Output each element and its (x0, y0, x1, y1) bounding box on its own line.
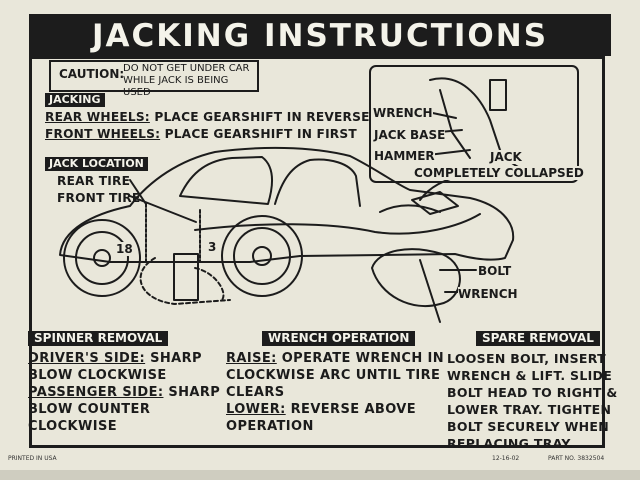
printed-in-usa: PRINTED IN USA (8, 455, 57, 462)
caution-line-2: WHILE JACK IS BEING USED (123, 75, 229, 98)
spare-line-4: LOWER TRAY. TIGHTEN (447, 402, 612, 417)
caution-box: CAUTION: DO NOT GET UNDER CAR WHILE JACK… (49, 60, 259, 98)
print-date: 12-16-02 (492, 455, 520, 462)
rear-wheels-instruction: REAR WHEELS: PLACE GEARSHIFT IN REVERSE (45, 110, 370, 124)
jacking-heading: JACKING (45, 93, 105, 107)
spare-line-6: REPLACING TRAY. (447, 436, 574, 451)
decal-title: JACKING INSTRUCTIONS (29, 14, 611, 56)
driver-side-line-2: BLOW CLOCKWISE (28, 368, 167, 383)
passenger-side-line-3: CLOCKWISE (28, 419, 118, 434)
wrench-operation-heading: WRENCH OPERATION (262, 331, 416, 346)
rear-number-label: 18 (116, 242, 133, 256)
spare-line-5: BOLT SECURELY WHEN (447, 419, 610, 434)
inset-wrench-label: WRENCH (373, 106, 433, 120)
spare-line-3: BOLT HEAD TO RIGHT & (447, 385, 618, 400)
front-wheels-instruction: FRONT WHEELS: PLACE GEARSHIFT IN FIRST (45, 127, 357, 141)
part-number: PART NO. 3832504 (548, 455, 605, 462)
rear-tire-label: REAR TIRE (57, 174, 131, 188)
inset-hammer-label: HAMMER (374, 149, 435, 163)
passenger-side-line-2: BLOW COUNTER (28, 402, 151, 417)
car-wrench-label: WRENCH (458, 287, 518, 301)
inset-collapsed-label: COMPLETELY COLLAPSED (414, 166, 584, 180)
lower-line-2: OPERATION (226, 419, 314, 434)
driver-side-line: DRIVER'S SIDE: SHARP (28, 351, 202, 366)
caution-line-1: DO NOT GET UNDER CAR (123, 63, 250, 74)
jack-location-heading: JACK LOCATION (45, 157, 148, 171)
raise-line-3: CLEARS (226, 385, 285, 400)
decal-border (29, 56, 605, 448)
decal-sheet: JACKING INSTRUCTIONS CAUTION: DO NOT GET… (0, 0, 640, 470)
front-number-label: 3 (208, 240, 217, 254)
inset-jack-base-label: JACK BASE (374, 128, 446, 142)
front-tire-label: FRONT TIRE (57, 191, 141, 205)
spare-removal-heading: SPARE REMOVAL (476, 331, 600, 346)
caution-text: DO NOT GET UNDER CAR WHILE JACK IS BEING… (123, 63, 257, 99)
inset-jack-label: JACK (490, 150, 522, 164)
bolt-label: BOLT (478, 264, 512, 278)
passenger-side-line: PASSENGER SIDE: SHARP (28, 385, 221, 400)
spare-line-2: WRENCH & LIFT. SLIDE (447, 368, 613, 383)
caution-label: CAUTION: (59, 67, 125, 81)
spare-line-1: LOOSEN BOLT, INSERT (447, 351, 606, 366)
spinner-heading: SPINNER REMOVAL (28, 331, 169, 346)
raise-line-2: CLOCKWISE ARC UNTIL TIRE (226, 368, 441, 383)
lower-line: LOWER: REVERSE ABOVE (226, 402, 417, 417)
raise-line: RAISE: OPERATE WRENCH IN (226, 351, 445, 366)
